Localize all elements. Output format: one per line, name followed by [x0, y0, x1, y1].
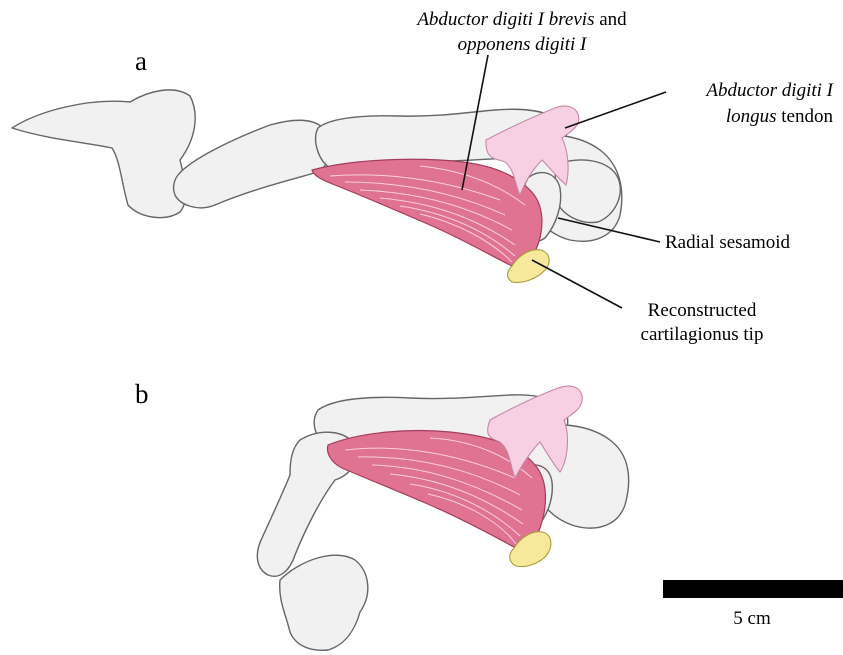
leader-cartilage	[532, 260, 622, 308]
panel-a: a	[12, 46, 666, 308]
panel-a-letter: a	[135, 46, 147, 76]
label-radial-sesamoid: Radial sesamoid	[665, 232, 791, 253]
svg-text:Abductor digiti I brevis and: Abductor digiti I brevis and	[415, 9, 627, 30]
label-abductor-longus-line1: Abductor digiti I	[704, 80, 834, 101]
panel-b: b	[135, 379, 629, 650]
label-abductor-longus-line2-plain: tendon	[777, 106, 834, 127]
label-cartilage-line2: cartilagionus tip	[641, 324, 764, 345]
scale-bar-label: 5 cm	[733, 608, 771, 629]
label-abductor-brevis-line2: opponens digiti I	[458, 34, 588, 55]
scale-bar: 5 cm	[663, 580, 843, 629]
label-abductor-brevis-line1-plain: and	[594, 9, 627, 30]
panel-b-distal-phalanx-bone	[280, 555, 368, 650]
leader-abductor-longus	[565, 92, 666, 128]
label-abductor-longus-line2-italic: longus	[726, 106, 777, 127]
label-cartilage-line1: Reconstructed	[648, 300, 757, 321]
svg-text:longus tendon: longus tendon	[726, 106, 834, 127]
label-cartilage: Reconstructed cartilagionus tip	[641, 300, 764, 345]
label-abductor-brevis: Abductor digiti I brevis and opponens di…	[415, 9, 627, 55]
label-abductor-longus: Abductor digiti I longus tendon	[704, 80, 834, 127]
panel-b-letter: b	[135, 379, 149, 409]
scale-bar-rect	[663, 580, 843, 598]
panel-a-distal-phalanx-bone	[12, 90, 195, 218]
label-abductor-brevis-line1-italic: Abductor digiti I brevis	[415, 9, 594, 30]
panel-a-middle-phalanx-bone	[174, 120, 331, 208]
